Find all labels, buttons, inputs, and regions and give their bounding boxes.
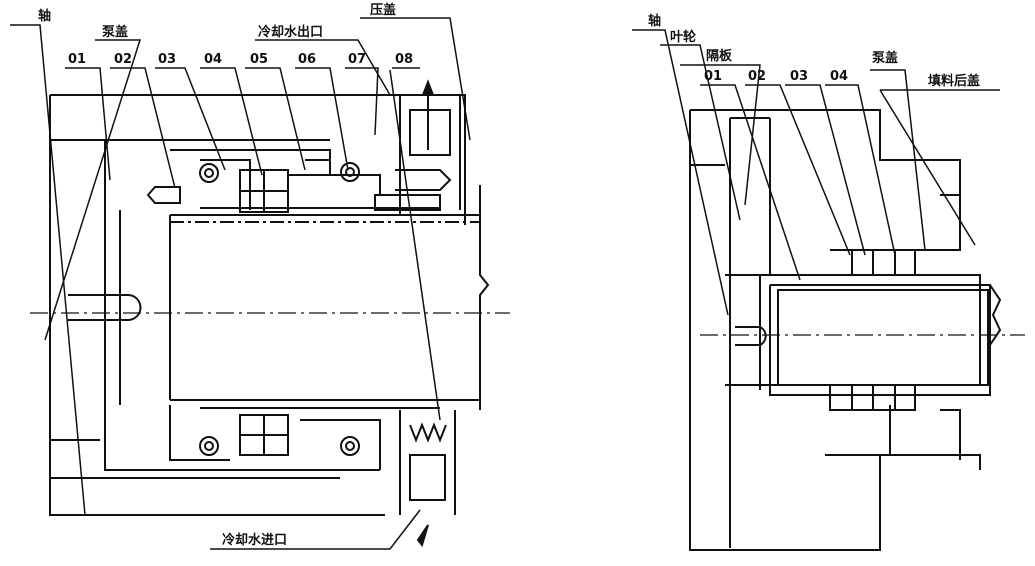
left-part-07: 07 [348, 52, 367, 67]
right-part-04: 04 [830, 69, 849, 84]
left-pump-cover [104, 139, 380, 471]
right-shaft-sleeve [777, 289, 989, 386]
left-oring-1 [199, 163, 219, 183]
right-label-partition: 隔板 [706, 49, 733, 64]
right-part-03: 03 [790, 69, 809, 84]
right-label-pump-cover: 泵盖 [872, 51, 899, 66]
left-keyway [68, 294, 142, 321]
left-shaft-sleeve [169, 207, 480, 409]
left-label-coolant-inlet: 冷却水进口 [222, 533, 288, 548]
right-part-01: 01 [704, 69, 723, 84]
left-label-gland: 压盖 [370, 3, 397, 18]
left-part-05: 05 [250, 52, 269, 67]
left-oring-2 [340, 162, 360, 182]
left-label-pump-cover: 泵盖 [102, 25, 129, 40]
left-part-01: 01 [68, 52, 87, 67]
left-spring [409, 422, 447, 443]
left-part-02: 02 [114, 52, 133, 67]
right-label-impeller: 叶轮 [670, 30, 697, 45]
right-label-shaft: 轴 [648, 14, 662, 29]
right-part-02: 02 [748, 69, 767, 84]
right-keyway [735, 326, 767, 346]
left-label-coolant-outlet: 冷却水出口 [258, 25, 324, 40]
left-part-03: 03 [158, 52, 177, 67]
right-seal-diagram [632, 29, 1025, 551]
left-part-04: 04 [204, 52, 223, 67]
left-gland [399, 95, 461, 215]
left-part-08: 08 [395, 52, 414, 67]
left-part-06: 06 [298, 52, 317, 67]
left-seal-diagram [10, 17, 510, 550]
right-label-packing-back-cover: 填料后盖 [928, 74, 981, 89]
left-label-shaft: 轴 [38, 9, 52, 24]
